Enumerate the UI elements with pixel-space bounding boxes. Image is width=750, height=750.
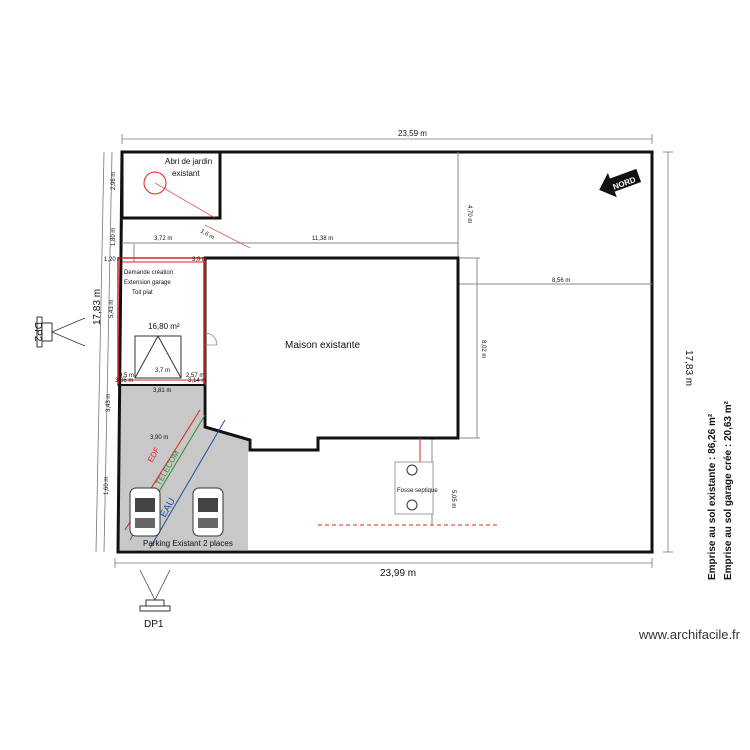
abri-label-1: Abri de jardin <box>165 157 212 166</box>
dim-3-0: 3,0 m <box>192 257 207 263</box>
septic-label: Fosse septique <box>397 488 438 494</box>
dim-3-90: 3,90 m <box>150 435 168 441</box>
dim-8-56: 8,56 m <box>552 278 570 284</box>
north-arrow-icon <box>599 168 642 198</box>
dim-top-width: 23,59 m <box>398 129 427 138</box>
garage-label-2: Extension garage <box>124 280 171 286</box>
camera-icon-dp1 <box>139 569 171 612</box>
dim-5-05: 5,05 m <box>450 490 456 508</box>
dim-right-height: 17,83 m <box>683 350 694 386</box>
dim-abri-height: 2,96 m <box>111 172 117 190</box>
dim-1-60: 1,60 m <box>104 477 110 495</box>
property-outline <box>116 150 654 554</box>
garage-area: 16,80 m² <box>148 322 180 331</box>
dim-5-43: 5,43 m <box>109 300 115 318</box>
dim-1-80: 1,80 m <box>111 228 117 246</box>
dim-3-81: 3,81 m <box>153 388 171 394</box>
outer-dimensions <box>95 134 673 568</box>
dim-3-86: 3,86 m <box>115 378 133 384</box>
parking-label: Parking Existant 2 places <box>143 539 233 548</box>
dim-0-5: 0,5 m <box>119 373 134 379</box>
garage-label-1: Demande création <box>124 270 173 276</box>
dim-bottom-width: 23,99 m <box>380 568 416 579</box>
camera-icon-dp2 <box>36 316 86 348</box>
dim-left-height: 17,83 m <box>92 289 103 325</box>
maison-existante <box>203 256 460 452</box>
dim-3-72: 3,72 m <box>154 236 172 242</box>
abri-de-jardin <box>120 150 222 220</box>
dim-8-02: 8,02 m <box>480 340 486 358</box>
car-icon <box>129 487 161 537</box>
dim-1-6: 1,6 m <box>199 229 215 242</box>
eau-line <box>149 419 226 549</box>
dim-11-38: 11,38 m <box>312 236 333 242</box>
emprise-creee: Emprise au sol garage crée : 20,63 m² <box>723 400 734 580</box>
dim-3-43: 3,43 m <box>106 394 112 412</box>
emprise-existante: Emprise au sol existante : 86,26 m² <box>707 413 718 580</box>
dim-4-70: 4,70 m <box>466 205 472 223</box>
dim-3-14: 3,14 m <box>188 378 206 384</box>
septic-tank-icon <box>394 461 434 515</box>
dim-1-20: 1,20 m <box>104 257 122 263</box>
dim-2-57: 2,57 m <box>186 373 204 379</box>
watermark: www.archifacile.fr <box>638 627 740 642</box>
tree-icon <box>143 171 167 195</box>
car-icon <box>192 487 224 537</box>
dp2-label: DP2 <box>32 322 43 342</box>
abri-label-2: existant <box>172 169 200 178</box>
dim-3-7: 3,7 m <box>155 368 170 374</box>
maison-label: Maison existante <box>285 340 360 351</box>
dp1-label: DP1 <box>144 619 164 630</box>
garage-label-3: Toit plat <box>132 290 153 296</box>
